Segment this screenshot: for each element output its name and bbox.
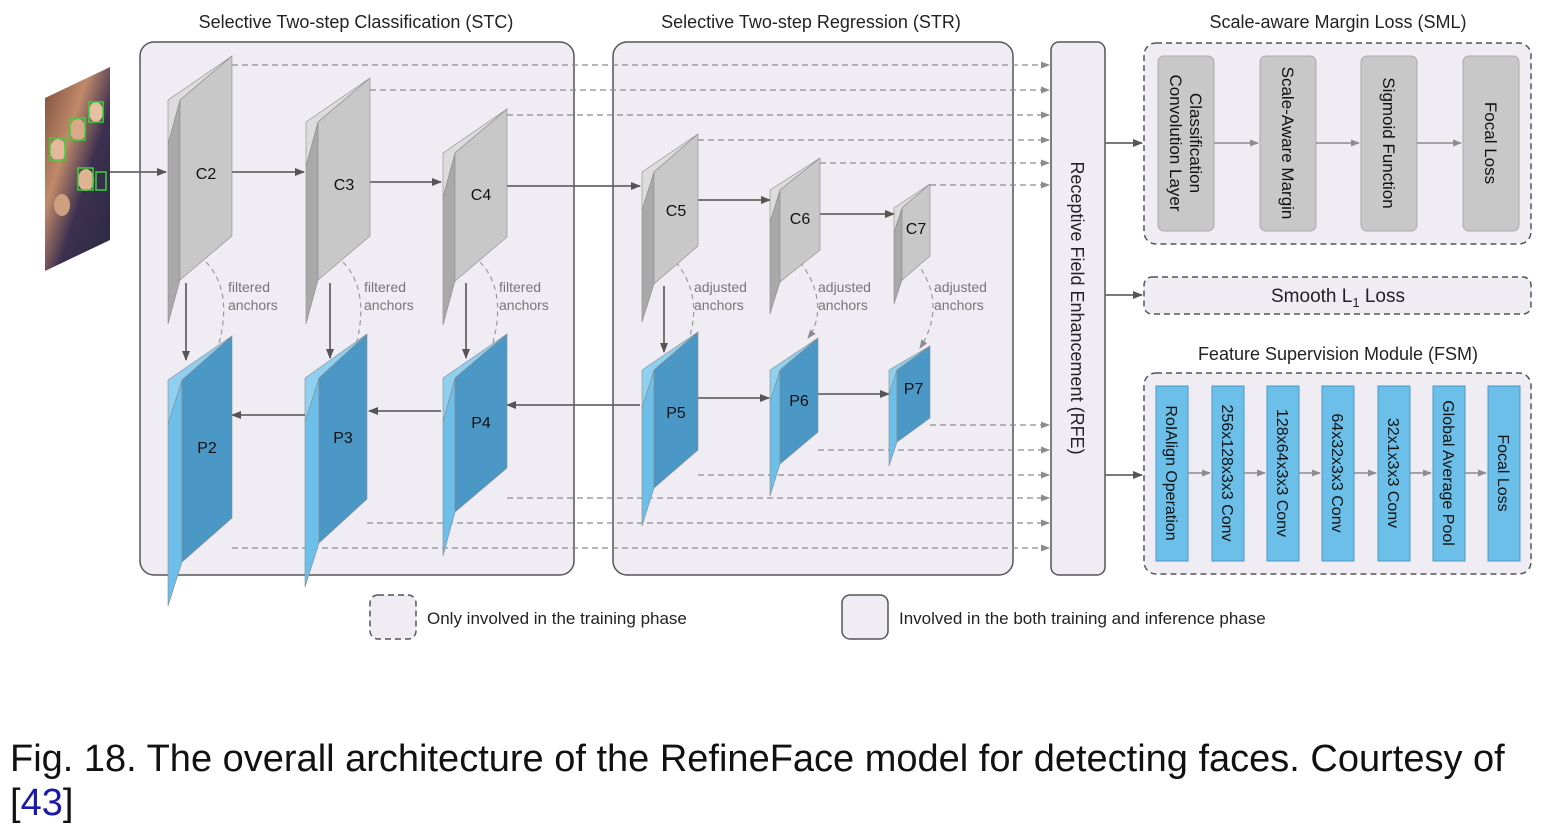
block-p6-face	[779, 337, 819, 465]
block-p5: P5	[641, 331, 699, 527]
block-c7-face	[901, 183, 931, 281]
sml-title: Scale-aware Margin Loss (SML)	[1209, 12, 1466, 32]
caption-citation: 43	[20, 782, 63, 824]
architecture-diagram: Selective Two-step Classification (STC) …	[45, 12, 1532, 640]
curve-adjusted-3	[915, 261, 934, 349]
block-c5-label: C5	[666, 203, 687, 220]
fsm-step-6	[1432, 385, 1466, 562]
rfe-panel	[1050, 41, 1106, 576]
filtered-anchors-1-line2: anchors	[228, 297, 278, 313]
rfe-label: Receptive Field Enhancement (RFE)	[1067, 161, 1087, 454]
fsm-step-6-label: Global Average Pool	[1439, 400, 1456, 546]
fsm-step-4-label: 64x32x3x3 Conv	[1328, 413, 1345, 532]
block-c7-label: C7	[906, 221, 927, 238]
block-c2: C2	[167, 55, 233, 325]
sml-step-4	[1462, 55, 1520, 232]
fsm-step-5	[1377, 385, 1411, 562]
fsm-step-7-label: Focal Loss	[1494, 434, 1511, 511]
fsm-step-3-label: 128x64x3x3 Conv	[1273, 409, 1290, 537]
stc-title: Selective Two-step Classification (STC)	[199, 12, 514, 32]
block-p3-label: P3	[333, 430, 353, 447]
block-c6: C6	[769, 157, 821, 315]
adjusted-anchors-3-line2: anchors	[934, 297, 984, 313]
block-p7-face	[896, 345, 931, 443]
block-p4-label: P4	[471, 415, 491, 432]
fsm-step-5-label: 32x1x3x3 Conv	[1384, 418, 1401, 528]
fsm-step-2	[1211, 385, 1245, 562]
input-image	[45, 67, 110, 271]
block-p3: P3	[304, 333, 368, 588]
block-p4-face	[454, 333, 508, 513]
smooth-l1-loss-label: Smooth L1 Loss	[1271, 286, 1405, 310]
filtered-anchors-2-line2: anchors	[364, 297, 414, 313]
block-p6: P6	[769, 337, 819, 497]
connections: filtered anchors filtered anchors filtered an…	[110, 61, 1143, 552]
block-c2-label: C2	[196, 166, 217, 183]
fsm-step-2-label: 256x128x3x3 Conv	[1218, 405, 1235, 542]
sml-step-1-label: ClassificationConvolution Layer	[1166, 74, 1205, 211]
fsm-step-1-label: RoIAlign Operation	[1162, 405, 1179, 540]
curve-filtered-3	[479, 261, 499, 359]
sml-pipeline: ClassificationConvolution Layer Scale-Awa…	[1157, 55, 1520, 232]
fsm-step-1	[1155, 385, 1189, 562]
block-p6-label: P6	[789, 393, 809, 410]
fsm-pipeline: RoIAlign Operation 256x128x3x3 Conv 128x64…	[1155, 385, 1521, 562]
figure-caption: Fig. 18. The overall architecture of the…	[10, 737, 1555, 825]
block-p5-label: P5	[666, 405, 686, 422]
legend-solid-swatch	[841, 594, 889, 640]
block-p7-label: P7	[904, 381, 924, 398]
sml-step-2-label: Scale-Aware Margin	[1278, 67, 1297, 220]
block-p2-face	[181, 335, 233, 563]
block-c4-label: C4	[471, 187, 492, 204]
str-title: Selective Two-step Regression (STR)	[661, 12, 961, 32]
block-c7: C7	[893, 183, 931, 305]
block-c5-face	[653, 133, 699, 285]
legend-dashed-swatch	[369, 594, 417, 640]
filtered-anchors-1-line1: filtered	[228, 279, 270, 295]
smooth-l1-text: Smooth L	[1271, 286, 1352, 307]
legend-dashed-label: Only involved in the training phase	[427, 609, 687, 628]
caption-text: Fig. 18. The overall architecture of the…	[10, 738, 1505, 824]
fsm-step-4	[1321, 385, 1355, 562]
sml-step-4-label: Focal Loss	[1481, 102, 1500, 184]
block-c3-label: C3	[334, 177, 355, 194]
fsm-title: Feature Supervision Module (FSM)	[1198, 344, 1478, 364]
block-p2-label: P2	[197, 440, 217, 457]
adjusted-anchors-1-line1: adjusted	[694, 279, 747, 295]
block-p7: P7	[888, 345, 931, 467]
curve-filtered-2	[342, 261, 362, 359]
block-p4: P4	[442, 333, 508, 557]
curve-adjusted-2	[799, 261, 819, 339]
filtered-anchors-3-line1: filtered	[499, 279, 541, 295]
smooth-loss-panel	[1143, 276, 1532, 315]
smooth-l1-subscript: 1	[1352, 295, 1359, 310]
block-p2: P2	[167, 335, 233, 607]
block-p3-face	[318, 333, 368, 544]
block-c6-label: C6	[790, 211, 811, 228]
legend-solid-label: Involved in the both training and infere…	[899, 609, 1266, 628]
filtered-anchors-3-line2: anchors	[499, 297, 549, 313]
block-c3-face	[317, 77, 371, 281]
fsm-step-7	[1487, 385, 1521, 562]
smooth-l1-suffix: Loss	[1360, 286, 1405, 307]
block-c4-face	[454, 108, 508, 282]
adjusted-anchors-2-line2: anchors	[818, 297, 868, 313]
block-p5-face	[653, 331, 699, 489]
block-c6-face	[779, 157, 821, 283]
caption-end: ]	[62, 782, 74, 824]
adjusted-anchors-3-line1: adjusted	[934, 279, 987, 295]
block-c4: C4	[442, 108, 508, 326]
str-panel	[612, 41, 1014, 576]
sml-step-3-label: Sigmoid Function	[1379, 77, 1398, 208]
block-c2-face	[179, 55, 233, 281]
filtered-anchors-2-line1: filtered	[364, 279, 406, 295]
adjusted-anchors-2-line1: adjusted	[818, 279, 871, 295]
block-c3: C3	[305, 77, 371, 325]
block-c5: C5	[641, 133, 699, 323]
adjusted-anchors-1-line2: anchors	[694, 297, 744, 313]
